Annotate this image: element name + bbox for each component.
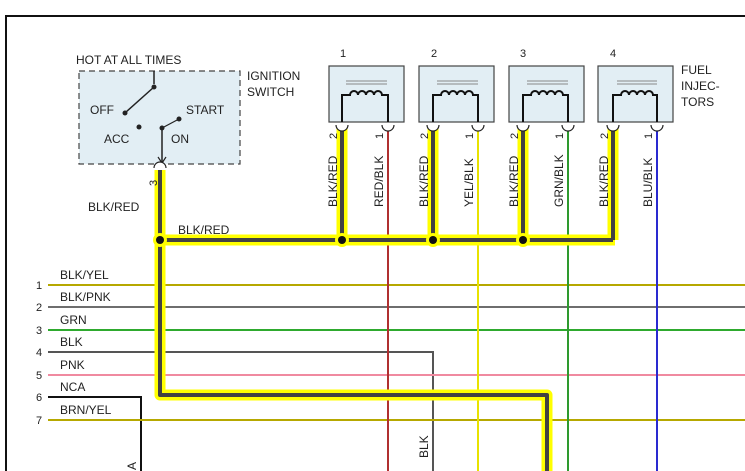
bus-label-3: GRN <box>60 313 87 327</box>
injector-body <box>418 65 495 123</box>
injector-2: 2 2 1 BLK/RED YEL/BLK <box>417 48 495 207</box>
bus-label-5: PNK <box>60 358 85 372</box>
ignition-switch-box <box>78 70 241 165</box>
bus-number-2: 2 <box>36 302 42 314</box>
bus-label-2: BLK/PNK <box>60 290 111 304</box>
bus-label-1: BLK/YEL <box>60 268 109 282</box>
injector-wire-a-label: BLK/RED <box>326 155 340 207</box>
fuel-injectors-title-3: TORS <box>681 95 714 109</box>
coil-icon <box>612 90 658 122</box>
injector-pin-b: 1 <box>643 133 655 139</box>
ignition-switch-title-1: IGNITION <box>247 69 300 83</box>
coil-icon <box>341 90 389 122</box>
bus-line-6 <box>48 396 142 471</box>
hot-at-all-times-label: HOT AT ALL TIMES <box>76 53 181 67</box>
bus-label-7: BRN/YEL <box>60 403 112 417</box>
injector-number: 1 <box>340 48 346 60</box>
bus-number-4: 4 <box>36 347 42 359</box>
bus-number-3: 3 <box>36 325 42 337</box>
bus-number-5: 5 <box>36 370 42 382</box>
injector-wire-b-label: BLU/BLK <box>641 158 655 207</box>
injector-body <box>597 65 674 123</box>
injector-1: 1 2 1 BLK/RED RED/BLK <box>326 48 405 207</box>
ignition-switch: HOT AT ALL TIMES IGNITION SWITCH OFF ACC… <box>76 53 300 186</box>
injector-wire-a-label: BLK/RED <box>597 155 611 207</box>
injector-wire-b-label: YEL/BLK <box>462 158 476 207</box>
coil-icon <box>522 90 569 122</box>
injector-number: 4 <box>610 48 616 60</box>
bus-lines <box>48 284 745 471</box>
bus-label-6: NCA <box>60 380 85 394</box>
splice-points <box>153 233 530 247</box>
injector-pin-b: 1 <box>464 133 476 139</box>
fuel-injectors-title-1: FUEL <box>681 63 712 77</box>
injector-wire-b-label: RED/BLK <box>372 156 386 207</box>
injector-pin-a: 2 <box>419 133 431 139</box>
bus-line-4 <box>48 351 434 471</box>
fuel-injectors: FUEL INJEC- TORS <box>681 63 720 109</box>
switch-position-on: ON <box>171 132 189 146</box>
injector-wire-a-label: BLK/RED <box>507 155 521 207</box>
switch-contact-off <box>122 110 128 116</box>
injector-pin-b: 1 <box>554 133 566 139</box>
injector-number: 3 <box>520 48 526 60</box>
switch-contact-acc <box>136 124 142 130</box>
coil-icon <box>432 90 479 122</box>
injector-pin-a: 2 <box>599 133 611 139</box>
left-drop-label: A <box>125 462 139 470</box>
switch-connector-pin <box>153 161 167 169</box>
injector-4: 4 2 1 BLK/RED BLU/BLK <box>597 48 674 207</box>
switch-position-start: START <box>186 103 225 117</box>
injector-number: 2 <box>431 48 437 60</box>
injector-pin-b: 1 <box>374 133 386 139</box>
ignition-switch-title-2: SWITCH <box>247 85 294 99</box>
blk-drop-label: BLK <box>417 435 431 458</box>
main-feed-label-horizontal: BLK/RED <box>178 223 230 237</box>
switch-pin-number: 3 <box>148 180 160 186</box>
injector-pin-a: 2 <box>509 133 521 139</box>
main-feed-label-vertical: BLK/RED <box>88 200 140 214</box>
switch-position-acc: ACC <box>104 132 130 146</box>
injector-wire-b-label: GRN/BLK <box>552 154 566 207</box>
bus-number-1: 1 <box>36 280 42 292</box>
bus-label-4: BLK <box>60 335 83 349</box>
fuel-injectors-title-2: INJEC- <box>681 79 720 93</box>
bus-number-6: 6 <box>36 392 42 404</box>
injector-3: 3 2 1 BLK/RED GRN/BLK <box>507 48 585 207</box>
injector-pin-a: 2 <box>328 133 340 139</box>
switch-position-off: OFF <box>90 103 114 117</box>
diagram-frame <box>5 15 745 471</box>
switch-blade <box>125 86 155 113</box>
blk-red-wires <box>158 128 615 471</box>
injector-wire-a-label: BLK/RED <box>417 155 431 207</box>
bus-number-7: 7 <box>36 415 42 427</box>
